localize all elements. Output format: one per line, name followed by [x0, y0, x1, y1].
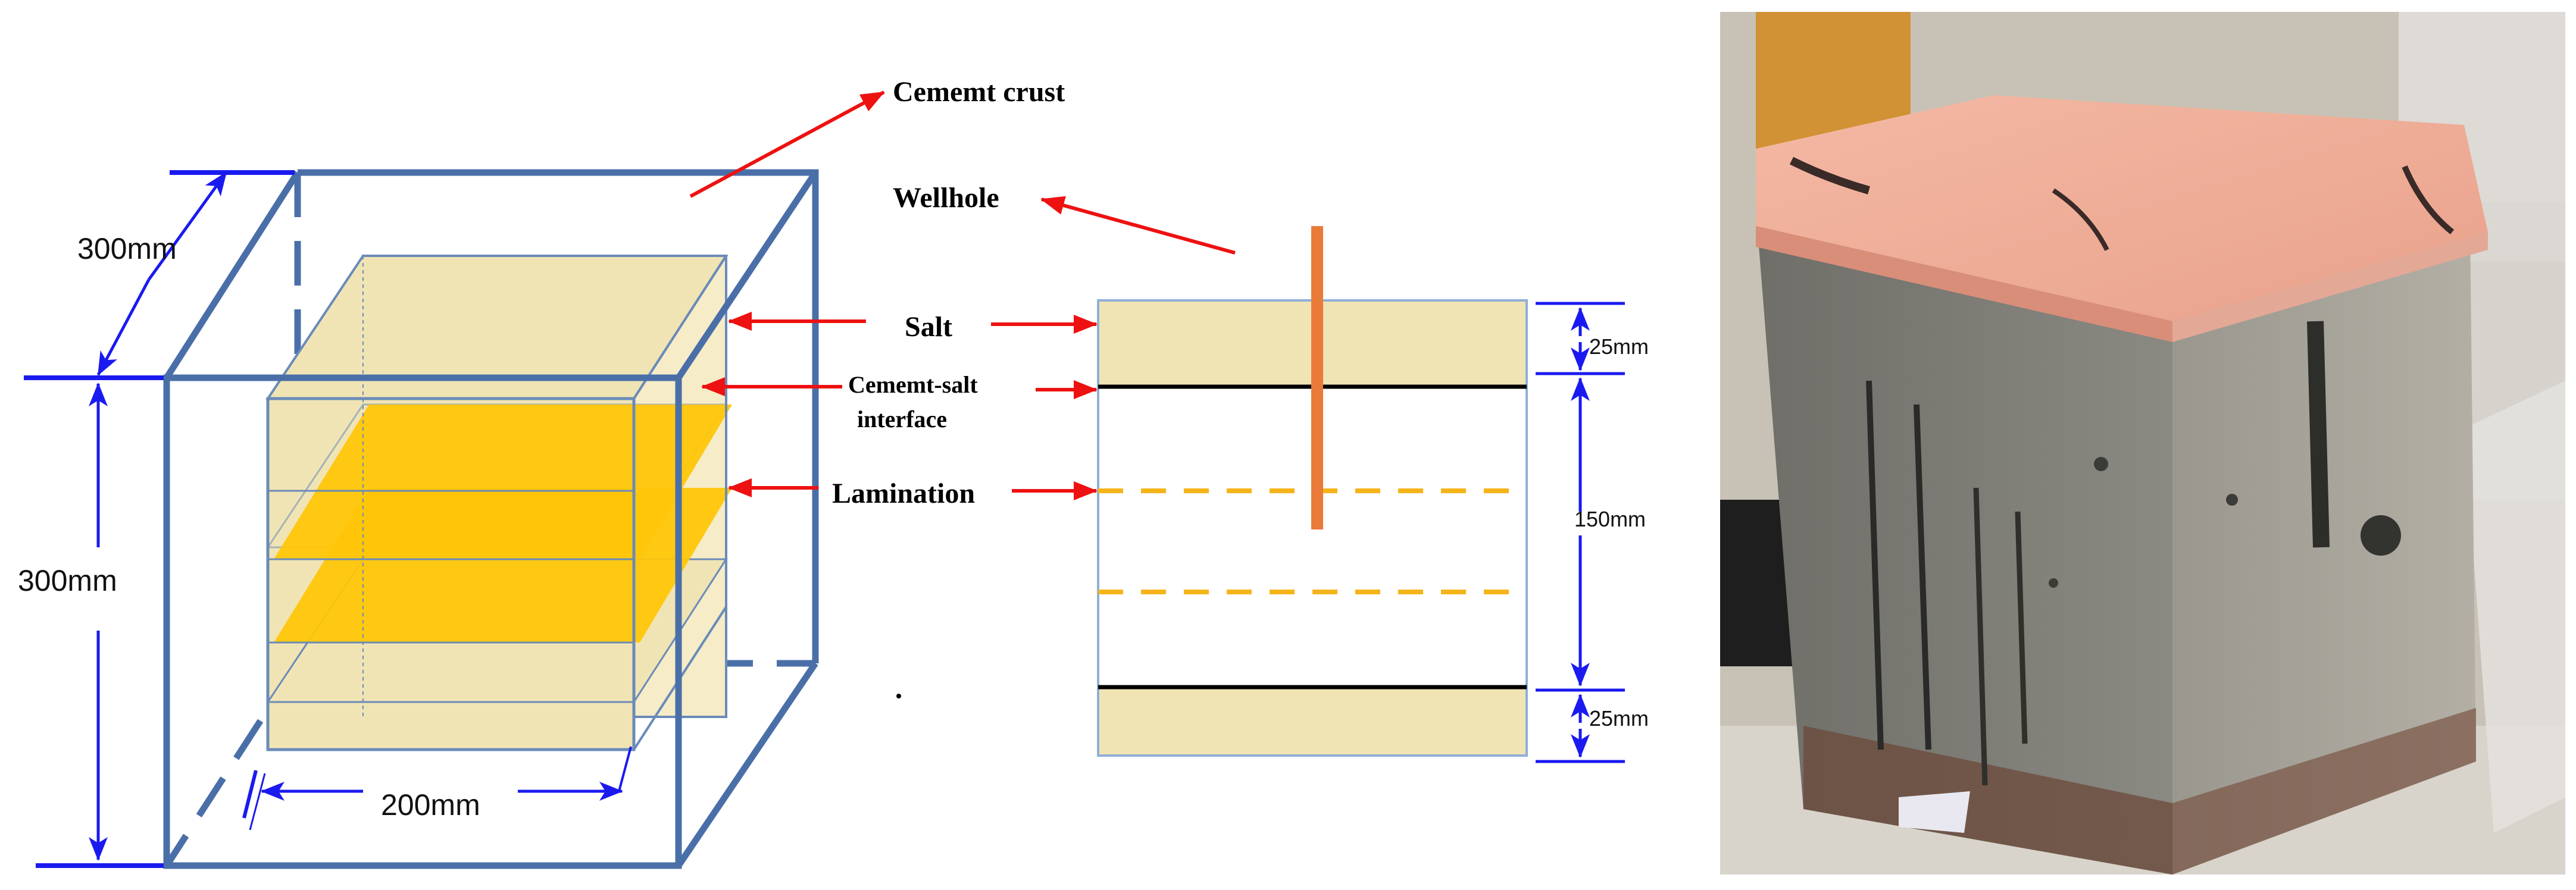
label-salt: Salt	[905, 311, 952, 343]
inner-specimen	[265, 255, 732, 751]
label-cement-crust: Cememt crust	[893, 76, 1065, 108]
outer-cube-front	[163, 170, 818, 869]
specimen-photo	[1720, 12, 2565, 875]
dimension-outer-depth: 300mm	[24, 170, 295, 380]
label-interface-line1: Cememt-salt	[848, 371, 978, 398]
dimension-label-top-salt: 25mm	[1589, 334, 1649, 359]
dimension-label-outer-height: 300mm	[18, 564, 117, 597]
label-wellhole: Wellhole	[893, 182, 999, 214]
section-bottom-salt	[1098, 687, 1527, 756]
label-interface-line2: interface	[857, 406, 947, 433]
section-dimensions: 25mm 150mm 25mm	[1536, 302, 1649, 763]
dimension-inner-width: 200mm	[242, 746, 632, 831]
cross-section	[1097, 226, 1528, 757]
dimension-label-middle: 150mm	[1574, 507, 1646, 531]
lamination-plane-lower	[274, 488, 732, 643]
dimension-outer-height: 300mm	[18, 383, 164, 868]
leader-arrows	[689, 90, 1236, 500]
dimension-label-bottom-salt: 25mm	[1589, 706, 1649, 731]
label-lamination: Lamination	[832, 478, 975, 509]
dimension-label-inner-width: 200mm	[381, 788, 480, 822]
dimension-label-outer-depth: 300mm	[77, 232, 177, 265]
